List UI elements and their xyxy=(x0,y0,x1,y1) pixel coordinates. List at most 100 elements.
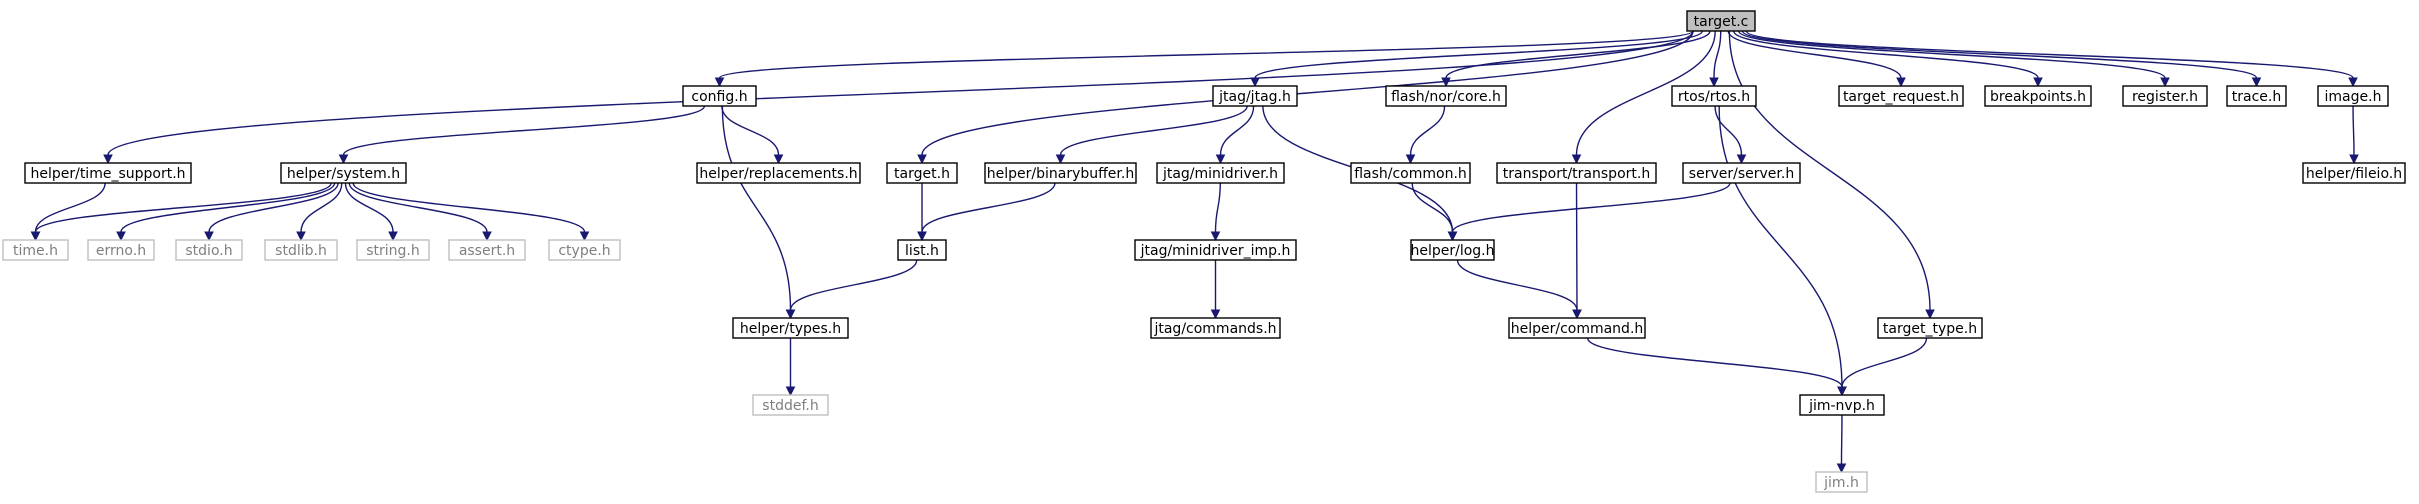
edge-system_h-to-stdlib_h xyxy=(296,182,343,242)
node-list-h[interactable]: list.h xyxy=(897,239,947,261)
arrowhead xyxy=(1210,309,1221,320)
node-box xyxy=(1410,239,1495,261)
node-transport-h[interactable]: transport/transport.h xyxy=(1496,162,1657,184)
edge-log_h-to-command_h xyxy=(1456,259,1582,320)
node-target-c[interactable]: target.c xyxy=(1686,10,1756,32)
arrowhead xyxy=(116,231,126,242)
node-label: register.h xyxy=(2132,89,2198,105)
node-time-h: time.h xyxy=(2,239,69,261)
edge-image_h-to-fileio_h xyxy=(2349,105,2359,165)
node-label: stdio.h xyxy=(185,243,232,259)
node-server-h[interactable]: server/server.h xyxy=(1682,162,1801,184)
node-breakpoints-h[interactable]: breakpoints.h xyxy=(1984,85,2092,107)
node-log-h[interactable]: helper/log.h xyxy=(1410,239,1495,261)
node-label: list.h xyxy=(905,243,939,259)
node-image-h[interactable]: image.h xyxy=(2317,85,2389,107)
arrowhead xyxy=(579,231,590,242)
arrowhead xyxy=(338,154,349,165)
edge-target_c-to-register_h xyxy=(1738,30,2170,88)
node-stdio-h: stdio.h xyxy=(175,239,243,261)
node-box xyxy=(2302,162,2406,184)
node-label: jtag/minidriver_imp.h xyxy=(1140,243,1291,259)
node-box xyxy=(356,239,430,261)
node-trace-h[interactable]: trace.h xyxy=(2226,85,2287,107)
node-register-h[interactable]: register.h xyxy=(2122,85,2208,107)
node-target-type-h[interactable]: target_type.h xyxy=(1877,317,1983,339)
node-label: image.h xyxy=(2325,89,2382,105)
node-box xyxy=(1815,471,1868,493)
arrowhead xyxy=(2349,154,2359,165)
edge-system_h-to-string_h xyxy=(344,182,398,242)
node-label: rtos/rtos.h xyxy=(1678,89,1750,105)
edge-target_c-to-config_h xyxy=(714,30,1694,88)
node-rtos-h[interactable]: rtos/rtos.h xyxy=(1671,85,1757,107)
edge-target_c-to-flash_core_h xyxy=(1441,30,1711,88)
node-label: breakpoints.h xyxy=(1990,89,2086,105)
node-box xyxy=(1350,162,1471,184)
node-label: trace.h xyxy=(2232,89,2281,105)
arrowhead xyxy=(785,386,796,397)
node-label: ctype.h xyxy=(558,243,610,259)
node-jtag-h[interactable]: jtag/jtag.h xyxy=(1212,85,1298,107)
node-label: helper/system.h xyxy=(287,166,400,182)
node-replacements-h[interactable]: helper/replacements.h xyxy=(696,162,861,184)
edge-types_h-to-stddef_h xyxy=(785,337,796,397)
edge-target_c-to-transport_h xyxy=(1571,30,1716,165)
node-label: target.c xyxy=(1694,14,1749,30)
node-box xyxy=(2317,85,2389,107)
node-minidriver-imp-h[interactable]: jtag/minidriver_imp.h xyxy=(1134,239,1297,261)
node-box xyxy=(732,317,849,339)
node-types-h[interactable]: helper/types.h xyxy=(732,317,849,339)
node-box xyxy=(1984,85,2092,107)
node-fileio-h[interactable]: helper/fileio.h xyxy=(2302,162,2406,184)
arrowhead xyxy=(1055,154,1066,165)
node-system-h[interactable]: helper/system.h xyxy=(280,162,407,184)
arrowhead xyxy=(785,309,796,320)
node-label: server/server.h xyxy=(1689,166,1794,182)
arrowhead xyxy=(917,231,927,242)
node-box xyxy=(897,239,947,261)
edge-binarybuffer_h-to-list_h xyxy=(917,182,1056,242)
arrowhead xyxy=(2160,77,2170,88)
node-time-support-h[interactable]: helper/time_support.h xyxy=(24,162,192,184)
node-errno-h: errno.h xyxy=(87,239,155,261)
arrowhead xyxy=(1896,77,1906,88)
arrowhead xyxy=(1250,77,1260,88)
node-stddef-h: stddef.h xyxy=(752,394,829,416)
arrowhead xyxy=(30,231,41,242)
node-box xyxy=(1150,317,1281,339)
node-box xyxy=(1671,85,1757,107)
edge-minidriver_h-to-minidriver_imp_h xyxy=(1210,182,1221,242)
edge-target_c-to-target_request_h xyxy=(1727,30,1906,88)
node-label: jim-nvp.h xyxy=(1808,398,1875,414)
edge-server_h-to-log_h xyxy=(1447,182,1731,242)
arrowhead xyxy=(1925,309,1935,320)
node-ctype-h: ctype.h xyxy=(548,239,621,261)
edge-target_c-to-trace_h xyxy=(1741,30,2262,88)
edge-target_c-to-time_support_h xyxy=(103,30,1694,165)
node-flash-common-h[interactable]: flash/common.h xyxy=(1350,162,1471,184)
arrowhead xyxy=(1836,463,1847,474)
node-jim-nvp-h[interactable]: jim-nvp.h xyxy=(1799,394,1885,416)
node-config-h[interactable]: config.h xyxy=(682,85,757,107)
node-minidriver-h[interactable]: jtag/minidriver.h xyxy=(1156,162,1285,184)
node-target-request-h[interactable]: target_request.h xyxy=(1838,85,1964,107)
node-commands-h[interactable]: jtag/commands.h xyxy=(1150,317,1281,339)
arrowhead xyxy=(1736,154,1747,165)
node-box xyxy=(886,162,958,184)
node-box xyxy=(1838,85,1964,107)
edge-rtos_h-to-jim_nvp_h xyxy=(1718,105,1847,397)
edge-target_c-to-breakpoints_h xyxy=(1732,30,2043,88)
node-box xyxy=(1385,85,1507,107)
node-box xyxy=(175,239,243,261)
arrowhead xyxy=(1215,154,1226,165)
arrowhead xyxy=(1572,309,1582,320)
node-target-h[interactable]: target.h xyxy=(886,162,958,184)
edge-target_c-to-target_type_h xyxy=(1728,30,1935,320)
arrowhead xyxy=(773,154,784,165)
node-binarybuffer-h[interactable]: helper/binarybuffer.h xyxy=(984,162,1137,184)
node-label: errno.h xyxy=(96,243,146,259)
node-flash-core-h[interactable]: flash/nor/core.h xyxy=(1385,85,1507,107)
node-command-h[interactable]: helper/command.h xyxy=(1508,317,1646,339)
